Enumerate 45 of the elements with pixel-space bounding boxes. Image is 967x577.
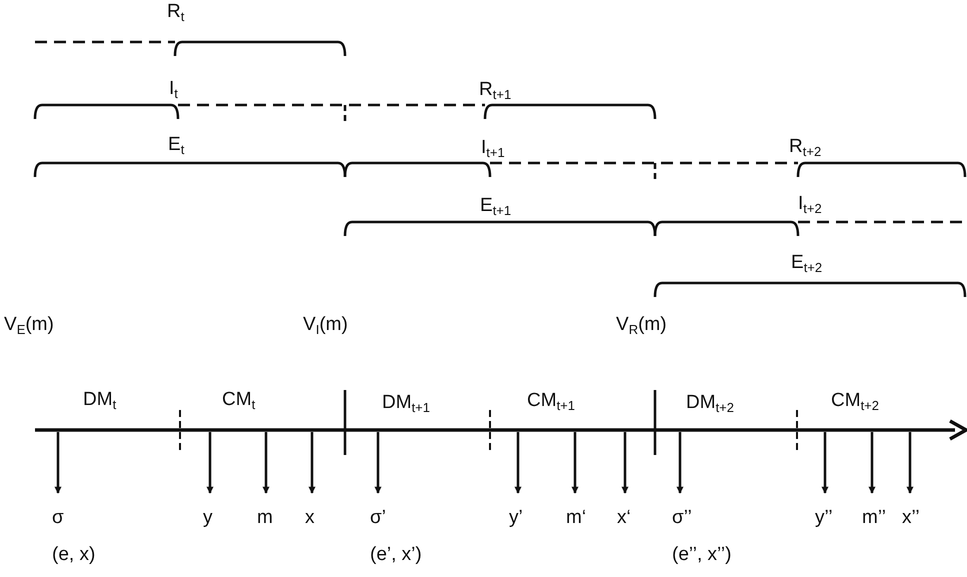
arrow <box>374 432 382 494</box>
period-label: DM$_{t}$ <box>83 389 116 411</box>
variable-label: y’’ <box>815 507 833 529</box>
variable-label: m‘ <box>566 507 586 529</box>
variable-label: m <box>257 507 273 529</box>
arrow <box>206 432 214 494</box>
period-label: I$_{t}$ <box>169 78 178 100</box>
arrow <box>572 432 578 494</box>
variable-label: x’’ <box>902 507 920 529</box>
arrow <box>262 432 270 494</box>
period-label: E$_{t+2}$ <box>791 252 822 274</box>
period-label: CM$_{t+2}$ <box>831 390 879 412</box>
arrow <box>54 432 62 494</box>
period-label: DM$_{t+1}$ <box>382 392 430 414</box>
variable-label: x‘ <box>617 507 631 529</box>
variable-label: m’’ <box>862 507 886 529</box>
variable-label: (e’, x’) <box>370 544 422 566</box>
period-label: R$_{t+2}$ <box>789 136 822 158</box>
variable-label: x <box>305 507 314 529</box>
period-label: V$_{R}$(m) <box>616 314 667 336</box>
period-label: CM$_{t}$ <box>222 389 256 411</box>
period-label: DM$_{t+2}$ <box>686 392 734 414</box>
arrow <box>676 432 684 494</box>
arrow <box>308 432 316 494</box>
period-label: E$_{t}$ <box>168 134 184 156</box>
period-label: E$_{t+1}$ <box>480 195 512 217</box>
variable-label: y’ <box>509 507 523 529</box>
variable-label: (e’’, x’’) <box>672 544 732 566</box>
arrow <box>514 432 522 494</box>
variable-label: (e, x) <box>52 544 96 566</box>
variable-label: σ’ <box>370 507 386 529</box>
period-label: I$_{t+1}$ <box>481 137 505 159</box>
period-label: CM$_{t+1}$ <box>527 390 575 412</box>
period-label: R$_{t+1}$ <box>479 79 512 101</box>
variable-label: y <box>203 507 212 529</box>
period-label: I$_{t+2}$ <box>798 193 822 215</box>
period-label: V$_{I}$(m) <box>303 314 348 336</box>
arrow <box>822 432 828 494</box>
period-label: R$_{t}$ <box>167 1 184 23</box>
arrow <box>868 432 876 494</box>
variable-label: σ’’ <box>672 507 692 529</box>
arrow <box>906 432 914 494</box>
variable-label: σ <box>52 507 64 529</box>
period-label: V$_{E}$(m) <box>4 314 54 336</box>
arrow <box>622 432 628 494</box>
